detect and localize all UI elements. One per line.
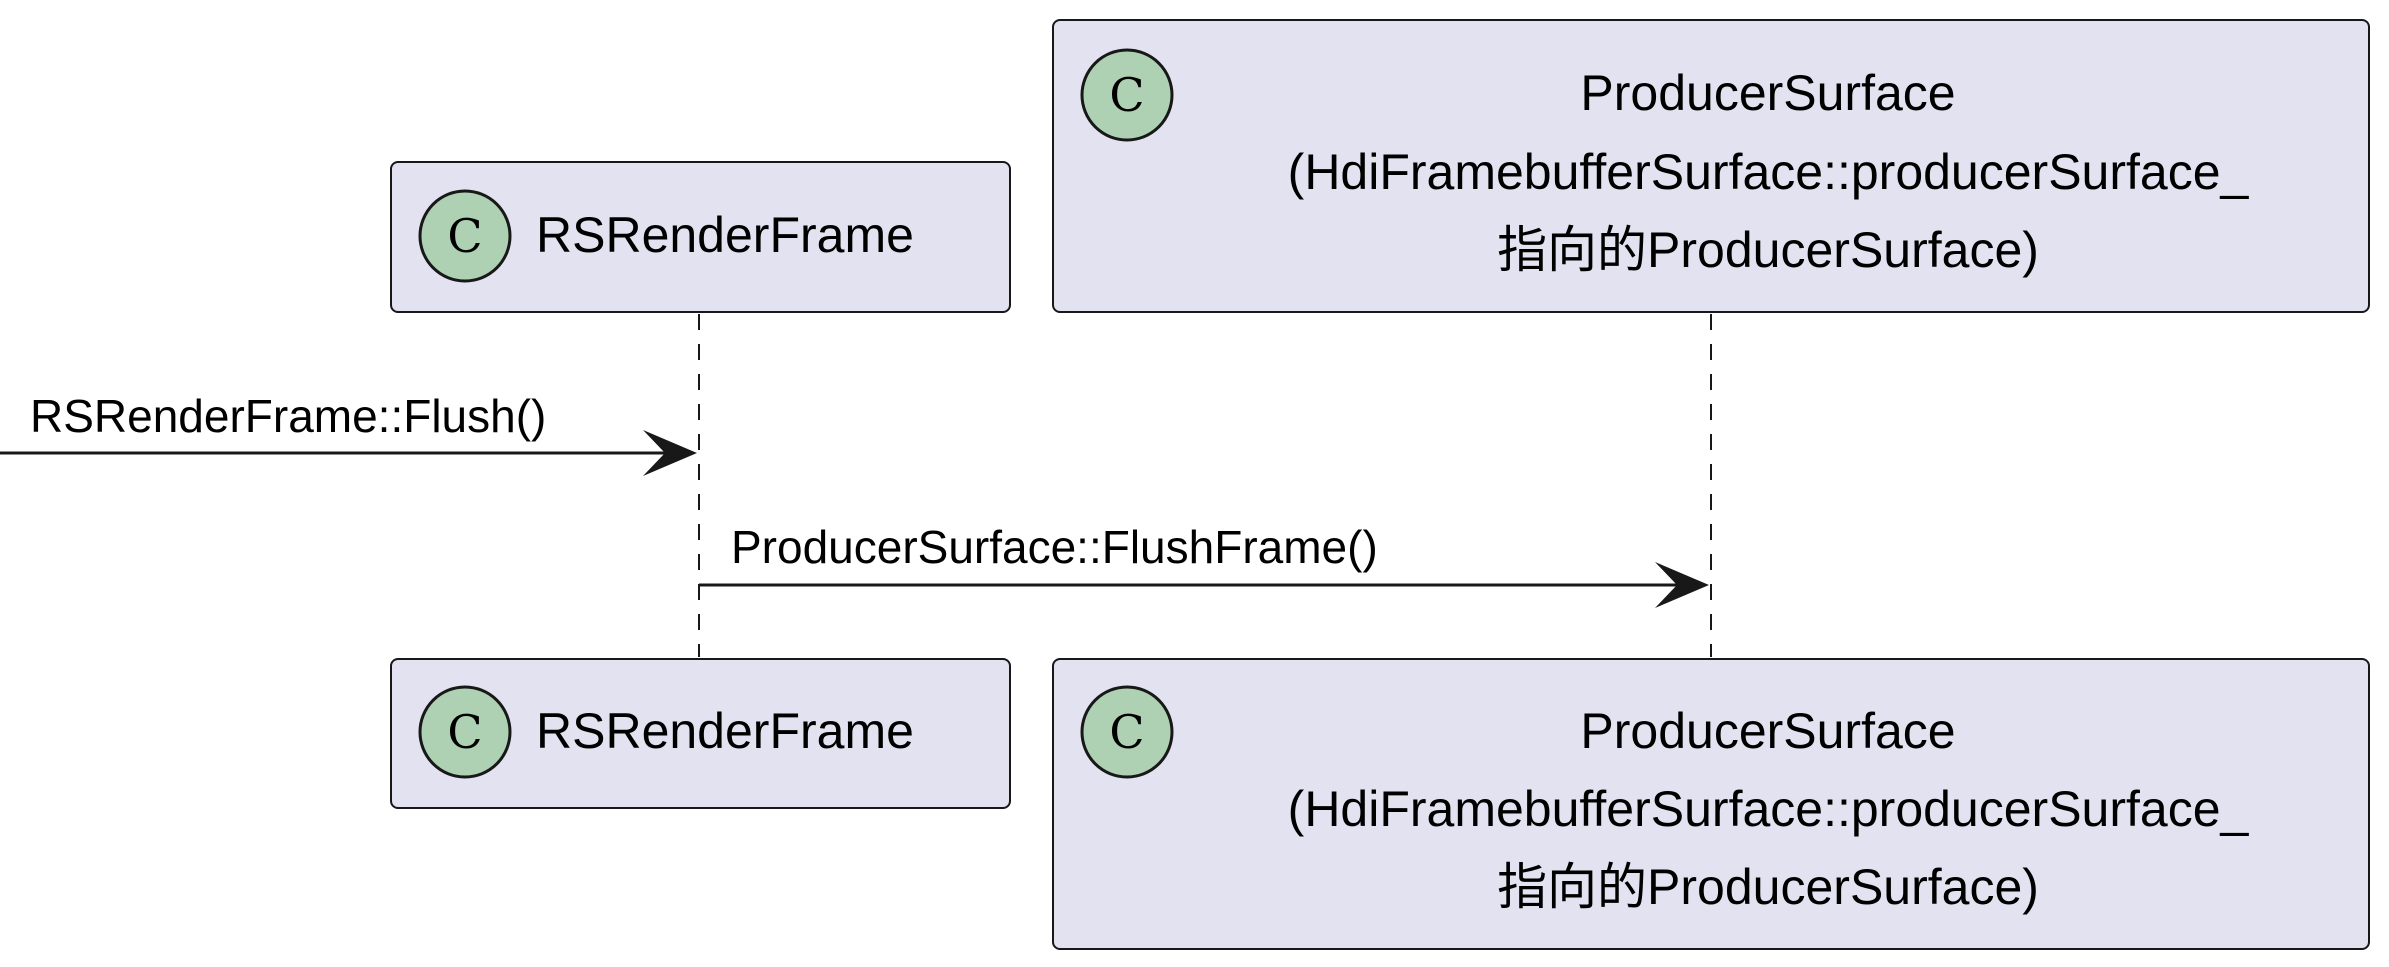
participant-label-line3: 指向的ProducerSurface) bbox=[1497, 859, 2039, 915]
class-badge-icon: C bbox=[418, 685, 512, 779]
participant-rsrenderframe-bottom: C RSRenderFrame bbox=[390, 658, 1011, 809]
class-badge-icon: C bbox=[1080, 48, 1174, 142]
participant-label-line2: (HdiFramebufferSurface::producerSurface_ bbox=[1288, 144, 2250, 200]
participant-rsrenderframe-top: C RSRenderFrame bbox=[390, 161, 1011, 313]
arrow-head-icon bbox=[1655, 562, 1709, 608]
participant-producersurface-top: C ProducerSurface (HdiFramebufferSurface… bbox=[1052, 19, 2370, 313]
message-label: RSRenderFrame::Flush() bbox=[30, 390, 546, 442]
participant-label-line3: 指向的ProducerSurface) bbox=[1497, 222, 2039, 278]
arrow-head-icon bbox=[643, 430, 697, 476]
class-badge-icon: C bbox=[418, 189, 512, 283]
participant-label: RSRenderFrame bbox=[536, 207, 914, 263]
participant-label: RSRenderFrame bbox=[536, 703, 914, 759]
participant-producersurface-bottom: C ProducerSurface (HdiFramebufferSurface… bbox=[1052, 658, 2370, 950]
message-flushframe: ProducerSurface::FlushFrame() bbox=[699, 521, 1709, 608]
participant-label-line2: (HdiFramebufferSurface::producerSurface_ bbox=[1288, 781, 2250, 837]
class-badge-icon: C bbox=[1080, 685, 1174, 779]
svg-text:C: C bbox=[447, 209, 482, 263]
message-flush: RSRenderFrame::Flush() bbox=[0, 390, 697, 476]
participant-label-line1: ProducerSurface bbox=[1580, 65, 1955, 121]
svg-text:C: C bbox=[1109, 705, 1144, 759]
participant-label-line1: ProducerSurface bbox=[1580, 703, 1955, 759]
svg-text:C: C bbox=[447, 705, 482, 759]
message-label: ProducerSurface::FlushFrame() bbox=[731, 521, 1378, 573]
svg-text:C: C bbox=[1109, 68, 1144, 122]
